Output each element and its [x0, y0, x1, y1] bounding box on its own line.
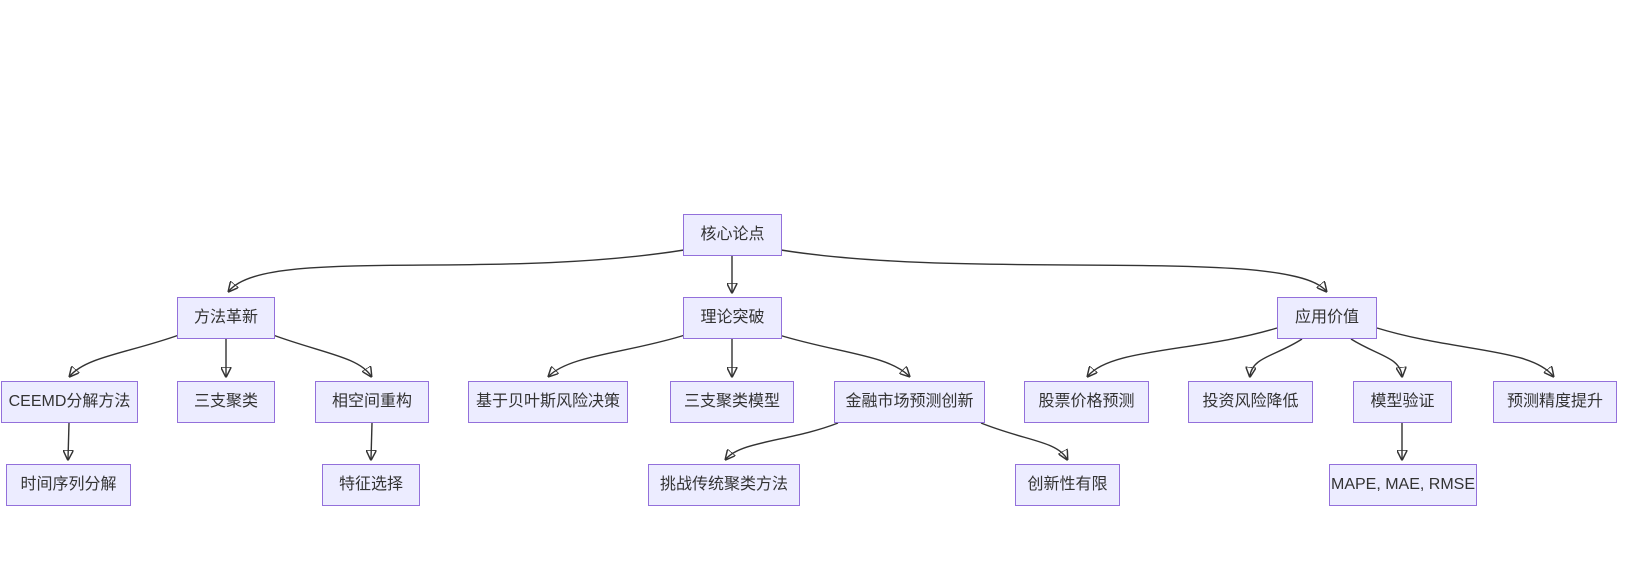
- node-phase-space-reconstruction: 相空间重构: [315, 381, 429, 423]
- node-stock-price-prediction: 股票价格预测: [1024, 381, 1149, 423]
- node-challenge-traditional-clustering: 挑战传统聚类方法: [648, 464, 800, 506]
- edge-ceemd-to-tsdecomp: [68, 422, 69, 459]
- node-model-validation: 模型验证: [1353, 381, 1452, 423]
- edge-method-to-phase: [272, 334, 371, 376]
- node-investment-risk-reduction: 投资风险降低: [1188, 381, 1313, 423]
- node-application-value: 应用价值: [1277, 297, 1377, 339]
- edge-fininnov-to-challenge: [726, 422, 839, 459]
- node-theory-breakthrough: 理论突破: [683, 297, 782, 339]
- edge-core-to-value: [780, 249, 1326, 291]
- node-three-way-clustering: 三支聚类: [177, 381, 275, 423]
- edge-method-to-ceemd: [70, 334, 180, 376]
- edge-core-to-method: [229, 249, 685, 291]
- node-feature-selection: 特征选择: [322, 464, 420, 506]
- edge-theory-to-fininnov: [778, 334, 909, 376]
- edge-value-to-risk: [1250, 338, 1303, 376]
- node-limited-innovation: 创新性有限: [1015, 464, 1120, 506]
- node-three-way-clustering-model: 三支聚类模型: [670, 381, 794, 423]
- node-time-series-decomposition: 时间序列分解: [6, 464, 131, 506]
- node-core-thesis: 核心论点: [683, 214, 782, 256]
- node-bayesian-risk-decision: 基于贝叶斯风险决策: [468, 381, 628, 423]
- edge-fininnov-to-limited: [980, 422, 1067, 459]
- node-financial-market-prediction-innovation: 金融市场预测创新: [834, 381, 985, 423]
- node-prediction-accuracy-improvement: 预测精度提升: [1493, 381, 1617, 423]
- node-method-innovation: 方法革新: [177, 297, 275, 339]
- edge-phase-to-feature: [371, 422, 372, 459]
- node-ceemd-decomposition: CEEMD分解方法: [1, 381, 138, 423]
- edge-theory-to-bayes: [549, 334, 686, 376]
- node-evaluation-metrics: MAPE, MAE, RMSE: [1329, 464, 1477, 506]
- edge-value-to-validation: [1350, 338, 1402, 376]
- edge-value-to-accuracy: [1376, 327, 1553, 376]
- edge-value-to-stock: [1088, 327, 1278, 376]
